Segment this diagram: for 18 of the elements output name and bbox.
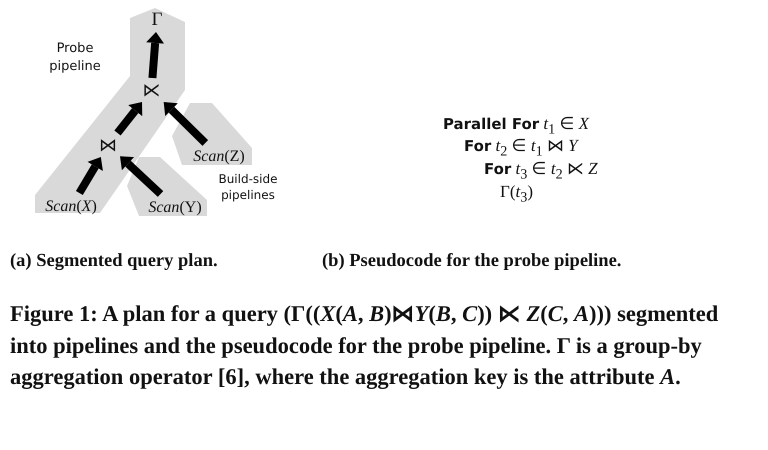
figure-caption: Figure 1: A plan for a query (Γ((X(A, B)⋈Y(B, C)) ⋉ Z(C, A))) segmented into pipelines and the pseudocode for the probe pipeline. Γ is a group-by aggregation operator [6], where the aggregation key is the attribute A.	[10, 300, 720, 391]
pseudocode-line: For t$_{3}$ ∈ t$_{2}$ ⋉ Z	[484, 158, 598, 184]
subfigure-caption: (b) Pseudocode for the probe pipeline.	[322, 250, 622, 273]
operator-label: Γ	[149, 10, 165, 28]
flow-arrow	[114, 102, 142, 136]
flow-arrow	[120, 156, 164, 197]
flow-arrow	[76, 157, 103, 196]
subfigure-caption: (a) Segmented query plan.	[10, 250, 218, 273]
operator-label: Scan(Y)	[143, 198, 207, 217]
operator-label: Scan(X)	[38, 197, 104, 217]
pipeline-label: Probe pipeline	[48, 40, 102, 76]
flow-arrow	[164, 102, 208, 146]
operator-label: Scan(Z)	[188, 147, 250, 166]
operator-label: ⋈	[100, 137, 116, 153]
pipeline-label: Build-side pipelines	[217, 172, 279, 204]
flow-arrow	[146, 32, 164, 78]
operator-label: ⋉	[143, 82, 160, 98]
pseudocode-line: Γ(t$_{3}$)	[500, 181, 533, 207]
